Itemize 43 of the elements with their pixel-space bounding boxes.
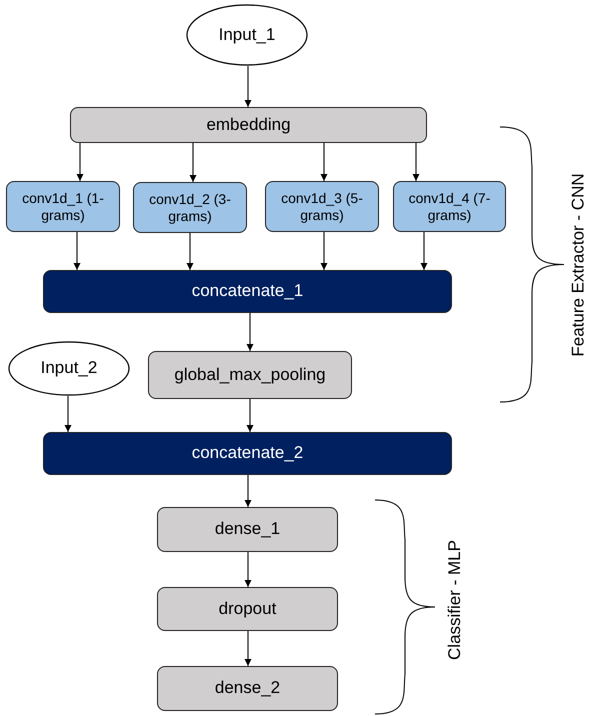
arrow [244,66,252,108]
layer-label: conv1d_3 (5-grams) [280,190,364,224]
arrow [246,312,254,352]
layer-box [157,507,338,552]
arrow [186,232,194,270]
arrow [320,232,328,270]
arrow [320,142,328,182]
layer-label: dropout [218,598,276,620]
layer-label: dense_1 [214,519,280,540]
arrow [244,552,252,588]
layer-label: concatenate_2 [192,443,304,464]
layer-label: dense_2 [214,678,280,699]
section-label: Feature Extractor - CNN [568,173,588,357]
layer-box [43,270,452,313]
arrow [246,398,254,432]
arrow [244,630,252,666]
layer-label: concatenate_1 [192,281,304,302]
layer-label: global_max_pooling [174,364,326,386]
layer-box [43,432,452,475]
layer-label: Input_1 [218,24,276,46]
layer-box [148,351,352,399]
layer-box [70,107,427,143]
arrow [244,474,252,508]
arrow [420,232,428,270]
arrow [74,232,80,270]
layer-box [393,181,506,232]
layer-box [6,181,120,232]
input-ellipse [186,4,308,66]
input-ellipse [8,341,130,396]
arrow [76,142,84,182]
layer-label: embedding [206,114,291,136]
layer-box [157,587,338,631]
layer-label: conv1d_1 (1-grams) [21,190,105,224]
arrow [412,142,420,182]
arrow [64,396,72,432]
layer-box [157,666,338,711]
layer-label: Input_2 [40,358,98,379]
layer-box [133,182,247,233]
arrow [190,142,196,182]
layer-box [265,181,379,232]
layer-label: conv1d_4 (7-grams) [408,190,492,224]
layer-label: conv1d_2 (3-grams) [148,190,232,224]
section-label: Classifier - MLP [444,540,465,660]
